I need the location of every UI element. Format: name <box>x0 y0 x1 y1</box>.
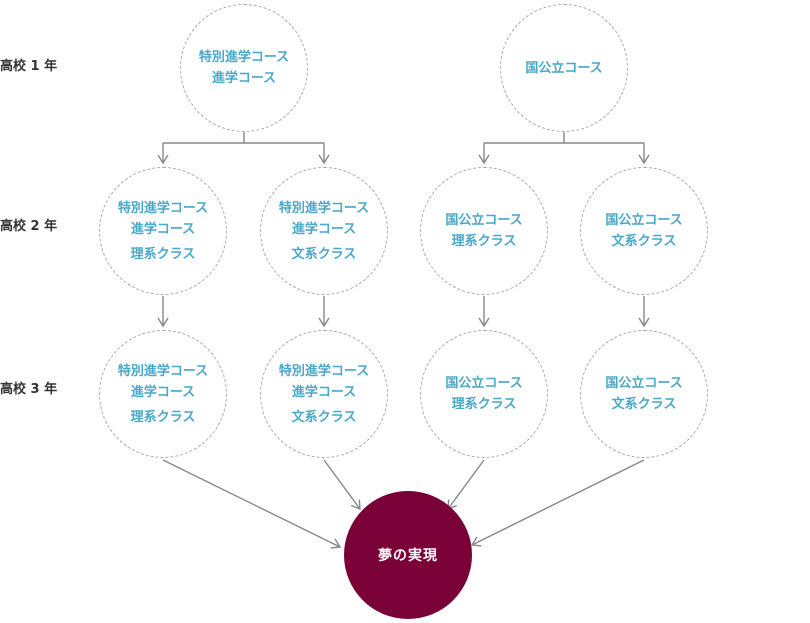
node-line: 進学コース <box>291 384 357 400</box>
node-y2-special-humanities: 特別進学コース 進学コース 文系クラス <box>260 167 388 295</box>
node-line: 理系クラス <box>451 234 517 249</box>
row-label-year-1: 高校 1 年 <box>0 59 58 74</box>
row-label-year-2: 高校 2 年 <box>0 219 58 234</box>
goal-node-dream-realization: 夢の実現 <box>344 491 472 619</box>
node-line: 文系クラス <box>291 409 357 425</box>
node-line: 特別進学コース <box>198 50 290 65</box>
connector-y1-special-branch <box>163 132 324 144</box>
node-y3-special-science: 特別進学コース 進学コース 理系クラス <box>99 330 227 458</box>
row-label-year-3: 高校 3 年 <box>0 382 58 397</box>
node-line: 進学コース <box>130 384 196 400</box>
node-line: 理系クラス <box>130 246 196 262</box>
node-line: 理系クラス <box>451 397 517 412</box>
node-line: 国公立コース <box>525 60 603 76</box>
goal-label: 夢の実現 <box>378 548 438 564</box>
node-y1-special-course: 特別進学コース 進学コース <box>180 4 308 132</box>
node-line: 特別進学コース <box>278 363 370 379</box>
node-line: 進学コース <box>211 71 277 86</box>
node-line: 国公立コース <box>445 376 523 391</box>
node-line: 文系クラス <box>611 234 677 249</box>
node-line: 特別進学コース <box>278 200 370 216</box>
arrow-y3-national-humanities-to-goal <box>470 459 645 547</box>
node-y2-national-humanities: 国公立コース 文系クラス <box>580 167 708 295</box>
arrow-y3-special-science-to-goal <box>162 459 342 549</box>
node-line: 進学コース <box>130 221 196 237</box>
node-line: 文系クラス <box>291 246 357 262</box>
node-y2-special-science: 特別進学コース 進学コース 理系クラス <box>99 167 227 295</box>
node-line: 国公立コース <box>605 376 683 391</box>
node-line: 特別進学コース <box>117 200 209 216</box>
node-y2-national-science: 国公立コース 理系クラス <box>420 167 548 295</box>
node-line: 進学コース <box>291 221 357 237</box>
node-y3-national-science: 国公立コース 理系クラス <box>420 330 548 458</box>
node-line: 文系クラス <box>611 397 677 412</box>
node-line: 特別進学コース <box>117 363 209 379</box>
node-y3-national-humanities: 国公立コース 文系クラス <box>580 330 708 458</box>
arrow-y3-national-science-to-goal <box>447 459 485 511</box>
node-y1-national-course: 国公立コース <box>500 4 628 132</box>
node-y3-special-humanities: 特別進学コース 進学コース 文系クラス <box>260 330 388 458</box>
arrow-y3-special-humanities-to-goal <box>323 459 361 511</box>
connector-y1-national-branch <box>484 132 644 144</box>
node-line: 国公立コース <box>605 213 683 228</box>
node-line: 理系クラス <box>130 409 196 425</box>
node-line: 国公立コース <box>445 213 523 228</box>
